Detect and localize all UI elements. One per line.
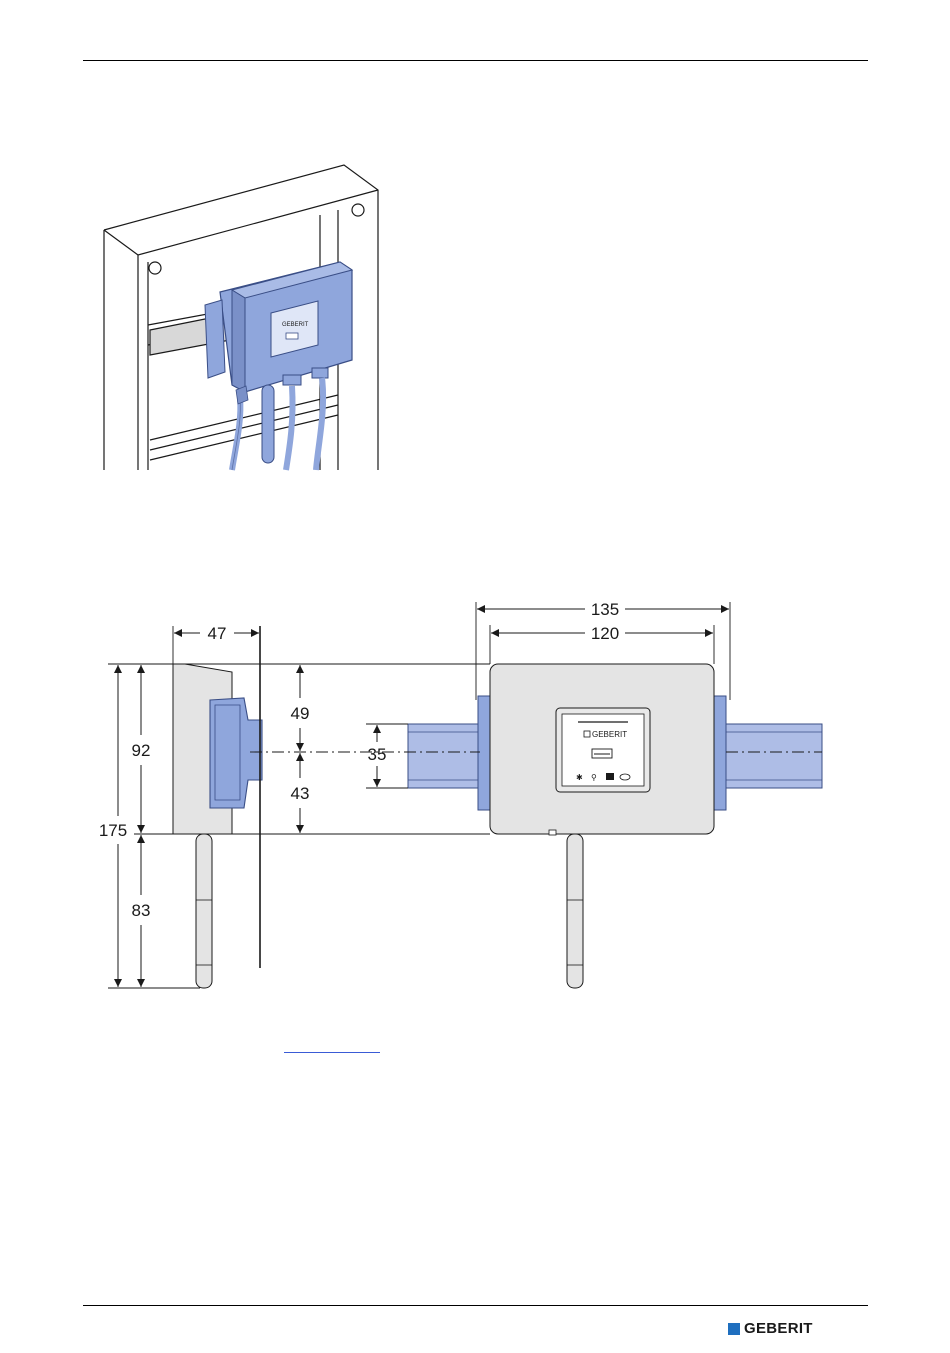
dim-overall-width: 135 bbox=[591, 600, 619, 619]
geberit-logo: GEBERIT bbox=[728, 1320, 813, 1337]
device-brand-small: GEBERIT bbox=[282, 322, 309, 328]
dim-antenna-height: 83 bbox=[132, 901, 151, 920]
dim-side-depth: 47 bbox=[208, 624, 227, 643]
bluetooth-icon: ✱ bbox=[576, 773, 583, 782]
dim-total-height: 175 bbox=[99, 821, 127, 840]
dim-body-width: 120 bbox=[591, 624, 619, 643]
dim-lower-to-rail: 43 bbox=[291, 784, 310, 803]
device-brand-front: GEBERIT bbox=[592, 730, 627, 739]
dim-rail-height: 35 bbox=[368, 745, 387, 764]
gateway-device-3d: GEBERIT bbox=[205, 262, 352, 470]
link-icon: ⚲ bbox=[591, 773, 597, 782]
logo-square-icon bbox=[728, 1323, 740, 1335]
side-view bbox=[173, 626, 262, 988]
network-icon bbox=[606, 773, 614, 780]
hyperlink-underline[interactable] bbox=[284, 1052, 380, 1053]
dim-upper-to-rail: 49 bbox=[291, 704, 310, 723]
footer-rule bbox=[83, 1305, 868, 1306]
dim-body-height: 92 bbox=[132, 741, 151, 760]
logo-text: GEBERIT bbox=[744, 1320, 813, 1337]
front-view-housing: GEBERIT ✱ ⚲ bbox=[490, 664, 714, 988]
